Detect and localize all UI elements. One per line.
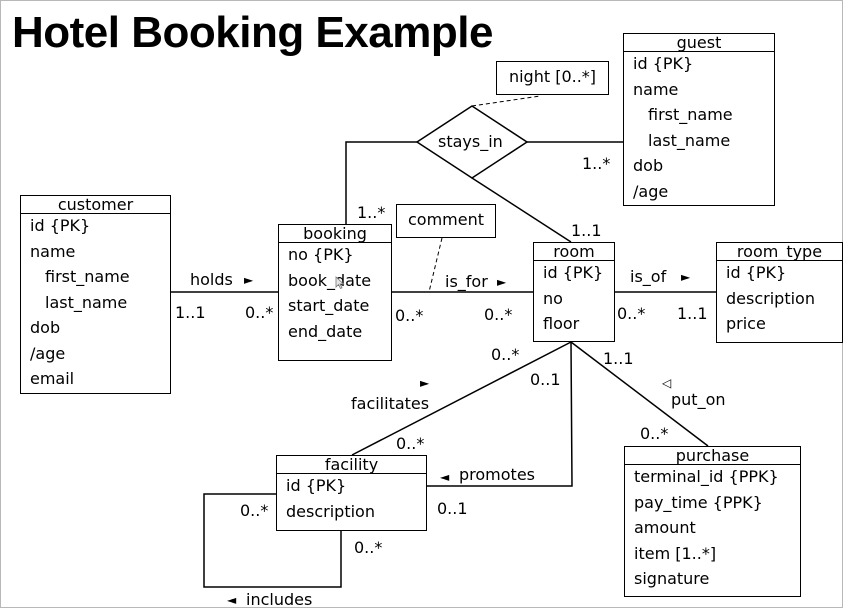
mouse-cursor-icon xyxy=(335,276,345,290)
label-put-on: put_on xyxy=(671,390,726,409)
note-comment: comment xyxy=(396,204,496,238)
class-purchase: purchase terminal_id {PPK} pay_time {PPK… xyxy=(624,446,801,597)
attribute: last_name xyxy=(45,292,128,312)
multiplicity: 0..* xyxy=(491,345,520,364)
attribute-list: id {PK} name first_name last_name dob /a… xyxy=(633,53,770,206)
put-on-line xyxy=(570,341,709,447)
attribute: item [1..*] xyxy=(634,543,717,563)
class-name: customer xyxy=(21,196,170,214)
attribute: id {PK} xyxy=(726,263,787,282)
class-booking: booking no {PK} book_date start_date end… xyxy=(278,224,392,361)
attribute-list: terminal_id {PPK} pay_time {PPK} amount … xyxy=(634,466,796,594)
multiplicity: 1..* xyxy=(582,154,611,173)
attribute: book_date xyxy=(288,270,372,290)
class-name: room_type xyxy=(717,243,842,261)
label-includes: includes xyxy=(246,590,313,608)
class-guest: guest id {PK} name first_name last_name … xyxy=(623,33,775,206)
label-is-of: is_of xyxy=(630,267,667,286)
attribute: price xyxy=(726,314,766,333)
attribute: id {PK} xyxy=(30,216,91,235)
attribute: name xyxy=(633,79,679,99)
note-night: night [0..*] xyxy=(496,61,609,95)
attribute: description xyxy=(726,288,815,308)
promotes-line xyxy=(427,341,573,487)
night-note-link xyxy=(471,95,541,107)
multiplicity: 0..1 xyxy=(437,499,468,518)
class-name: facility xyxy=(277,456,426,474)
label-promotes: promotes xyxy=(459,465,535,484)
attribute: id {PK} xyxy=(543,263,604,282)
arrow-open-icon: ◁ xyxy=(662,376,672,390)
multiplicity: 0..* xyxy=(640,424,669,443)
association-stays-in: stays_in xyxy=(438,132,503,151)
attribute: id {PK} xyxy=(633,54,694,73)
attribute-list: no {PK} book_date start_date end_date xyxy=(288,244,387,346)
class-room: room id {PK} no floor xyxy=(533,242,615,342)
multiplicity: 0..* xyxy=(245,303,274,322)
attribute: dob xyxy=(633,156,664,175)
multiplicity: 0..* xyxy=(354,538,383,557)
arrow-right-icon: ► xyxy=(497,275,507,289)
attribute: first_name xyxy=(45,267,130,286)
attribute: description xyxy=(286,501,375,521)
attribute: email xyxy=(30,369,75,388)
multiplicity: 0..1 xyxy=(530,370,561,389)
room-stays-in-line xyxy=(471,177,572,243)
attribute-list: id {PK} no floor xyxy=(543,262,610,339)
multiplicity: 1..1 xyxy=(677,304,708,323)
multiplicity: 0..* xyxy=(240,501,269,520)
class-name: purchase xyxy=(625,447,800,465)
attribute: end_date xyxy=(288,321,363,341)
attribute: id {PK} xyxy=(286,476,347,495)
booking-stays-in-line xyxy=(345,141,417,224)
attribute: dob xyxy=(30,318,61,337)
arrow-left-icon: ◄ xyxy=(440,470,450,484)
label-facilitates: facilitates xyxy=(351,394,430,413)
multiplicity: 0..* xyxy=(617,304,646,323)
attribute-list: id {PK} description price xyxy=(726,262,838,339)
arrow-right-icon: ► xyxy=(681,270,691,284)
attribute: /age xyxy=(30,343,66,363)
includes-loop-line xyxy=(203,493,342,588)
class-room-type: room_type id {PK} description price xyxy=(716,242,843,343)
comment-note-link xyxy=(428,237,443,293)
class-name: guest xyxy=(624,34,774,52)
class-customer: customer id {PK} name first_name last_na… xyxy=(20,195,171,394)
label-holds: holds xyxy=(190,270,233,289)
stays-in-diamond xyxy=(415,105,529,179)
attribute: last_name xyxy=(648,130,731,150)
attribute: name xyxy=(30,241,76,261)
facilitates-line xyxy=(351,341,572,456)
arrow-right-icon: ► xyxy=(244,273,254,287)
attribute: first_name xyxy=(648,105,733,124)
multiplicity: 1..* xyxy=(357,203,386,222)
attribute-list: id {PK} description xyxy=(286,475,422,526)
multiplicity: 1..1 xyxy=(571,221,602,240)
arrow-left-icon: ◄ xyxy=(227,593,237,607)
multiplicity: 0..* xyxy=(396,434,425,453)
multiplicity: 1..1 xyxy=(603,349,634,368)
class-name: booking xyxy=(279,225,391,243)
class-facility: facility id {PK} description xyxy=(276,455,427,531)
attribute: terminal_id {PPK} xyxy=(634,467,779,486)
attribute: amount xyxy=(634,518,696,537)
multiplicity: 1..1 xyxy=(175,303,206,322)
page-title: Hotel Booking Example xyxy=(12,8,493,57)
attribute: /age xyxy=(633,181,669,201)
attribute: signature xyxy=(634,569,710,588)
multiplicity: 0..* xyxy=(395,306,424,325)
arrow-right-icon: ► xyxy=(420,376,430,390)
multiplicity: 0..* xyxy=(484,305,513,324)
attribute: no {PK} xyxy=(288,245,354,264)
attribute: pay_time {PPK} xyxy=(634,492,763,512)
attribute: no xyxy=(543,288,563,308)
label-is-for: is_for xyxy=(445,272,488,291)
attribute: floor xyxy=(543,314,580,333)
attribute-list: id {PK} name first_name last_name dob /a… xyxy=(30,215,166,394)
attribute: start_date xyxy=(288,296,370,315)
class-name: room xyxy=(534,243,614,261)
